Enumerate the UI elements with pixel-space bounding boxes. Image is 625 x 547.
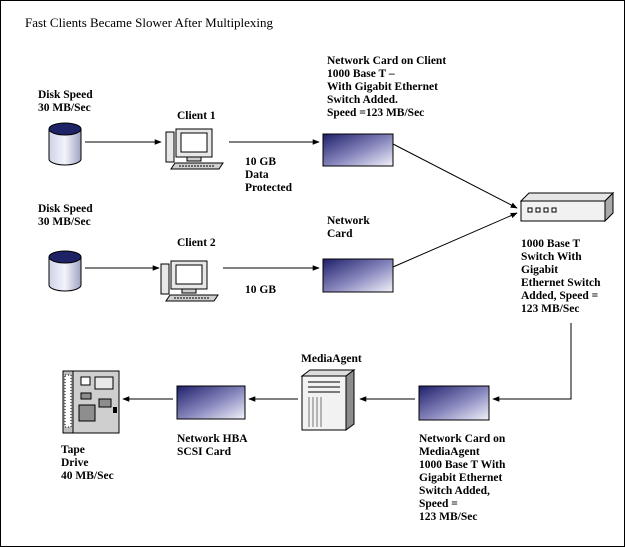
data-2-label: 10 GB [245, 284, 276, 296]
disk-1-icon [48, 122, 82, 166]
disk-speed-1-label: Disk Speed 30 MB/Sec [38, 89, 93, 114]
network-card-client-2 [322, 258, 394, 293]
client-1-label: Client 1 [177, 110, 216, 122]
nic-media-agent-label: Network Card on MediaAgent 1000 Base T W… [419, 433, 506, 523]
network-card-client-1 [322, 133, 394, 167]
switch-icon [519, 191, 615, 223]
arrow-switch-to-mediaagent-card [492, 323, 572, 402]
disk-speed-2-label: Disk Speed 30 MB/Sec [38, 203, 93, 228]
client-2-label: Client 2 [177, 237, 216, 249]
tape-drive-icon [62, 370, 120, 434]
media-agent-label: MediaAgent [301, 353, 362, 365]
network-hba-card [176, 385, 246, 420]
network-card-media-agent [418, 385, 490, 421]
switch-label: 1000 Base T Switch With Gigabit Ethernet… [521, 238, 601, 315]
arrow-card1-to-switch [392, 143, 518, 209]
tape-drive-label: Tape Drive 40 MB/Sec [61, 444, 114, 482]
media-agent-server-icon [300, 369, 356, 431]
client-2-computer-icon [160, 260, 219, 302]
arrow-card2-to-switch [392, 212, 518, 268]
diagram-title: Fast Clients Became Slower After Multipl… [25, 15, 274, 30]
client-1-computer-icon [165, 128, 224, 170]
data-protected-1-label: 10 GB Data Protected [245, 156, 293, 194]
nic-client-2-label: Network Card [327, 215, 370, 240]
hba-label: Network HBA SCSI Card [177, 433, 248, 458]
nic-client-1-label: Network Card on Client 1000 Base T – Wit… [327, 55, 447, 119]
disk-2-icon [48, 250, 82, 292]
